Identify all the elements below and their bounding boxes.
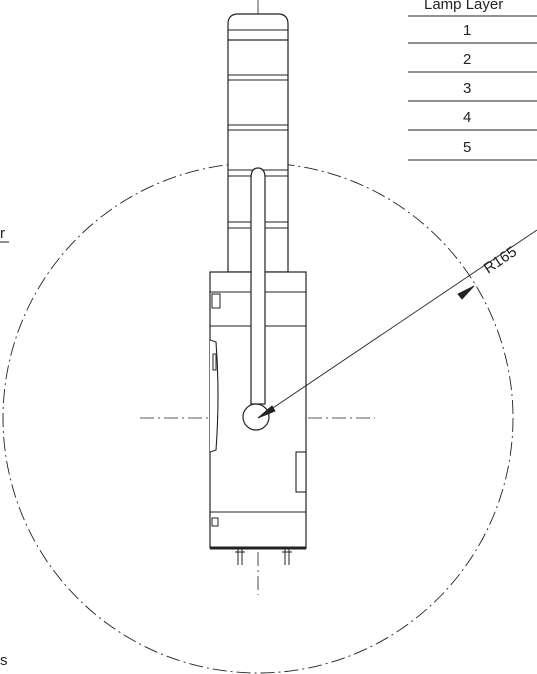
table-rows: 1 2 3 4 5: [408, 22, 537, 161]
table-row: 1: [463, 22, 471, 39]
radius-label: R165: [481, 243, 520, 277]
bottom-text-fragment: s: [0, 652, 8, 669]
antenna: [242, 167, 270, 431]
table-row: 2: [463, 51, 471, 68]
side-slot: [212, 353, 217, 371]
right-connector: [295, 451, 307, 493]
side-clip: [209, 339, 219, 453]
radius-dimension: [257, 229, 537, 419]
table-header: Lamp Layer: [424, 0, 503, 13]
table-row: 3: [463, 80, 471, 97]
left-text-fragment: r: [0, 225, 5, 242]
table-row: 5: [463, 139, 471, 156]
table-row: 4: [463, 109, 471, 126]
lamp-layer-table: Lamp Layer 1 2 3 4 5: [408, 0, 537, 161]
mounting-pins: [235, 549, 292, 565]
